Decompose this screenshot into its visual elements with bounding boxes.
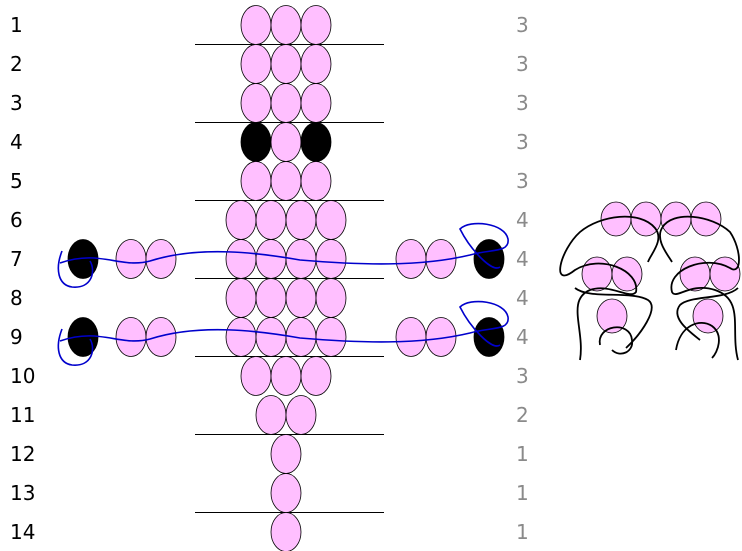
detail-pink-bead xyxy=(596,298,628,334)
bead-count: 4 xyxy=(516,286,529,310)
arm-pink-bead xyxy=(395,239,427,279)
arm-pink-bead xyxy=(425,239,457,279)
row-number: 4 xyxy=(10,130,23,154)
pink-bead xyxy=(225,200,257,240)
row-number: 6 xyxy=(10,208,23,232)
bead-count: 4 xyxy=(516,208,529,232)
pink-bead xyxy=(240,161,272,201)
pink-bead xyxy=(270,44,302,84)
pink-bead xyxy=(315,278,347,318)
arm-pink-bead xyxy=(115,239,147,279)
pink-bead xyxy=(285,395,317,435)
row-number: 10 xyxy=(10,364,35,388)
pink-bead xyxy=(285,278,317,318)
row-number: 2 xyxy=(10,52,23,76)
bead-count: 1 xyxy=(516,520,529,544)
pink-bead xyxy=(270,434,302,474)
row-number: 3 xyxy=(10,91,23,115)
row-number: 8 xyxy=(10,286,23,310)
arm-black-bead xyxy=(473,317,505,357)
pink-bead xyxy=(270,161,302,201)
arm-pink-bead xyxy=(115,317,147,357)
pink-bead xyxy=(315,239,347,279)
arm-black-bead xyxy=(473,239,505,279)
side-arm-beads xyxy=(67,239,505,357)
thread-paths xyxy=(57,222,509,366)
black-thread xyxy=(659,215,740,361)
pink-bead xyxy=(300,161,332,201)
pink-bead xyxy=(315,317,347,357)
pink-bead xyxy=(240,83,272,123)
detail-pink-bead xyxy=(611,256,643,292)
assembly-detail-illustration xyxy=(559,201,741,361)
black-bead xyxy=(300,122,332,162)
row-number: 11 xyxy=(10,403,35,427)
bead-count: 3 xyxy=(516,52,529,76)
row-number: 12 xyxy=(10,442,35,466)
pink-bead xyxy=(255,278,287,318)
bead-count: 1 xyxy=(516,442,529,466)
blue-thread xyxy=(59,300,509,347)
arm-pink-bead xyxy=(395,317,427,357)
arm-pink-bead xyxy=(145,239,177,279)
bead-count-column: 3 3 3 3 3 4 4 4 4 3 2 1 1 1 xyxy=(516,13,529,544)
pink-bead xyxy=(240,356,272,396)
pink-bead xyxy=(315,200,347,240)
black-thread xyxy=(675,321,720,359)
black-thread xyxy=(599,326,633,355)
pink-bead xyxy=(270,473,302,513)
pink-bead xyxy=(255,317,287,357)
pink-bead xyxy=(225,278,257,318)
pink-bead xyxy=(270,356,302,396)
pink-bead xyxy=(300,5,332,45)
pink-bead xyxy=(225,317,257,357)
row-number: 9 xyxy=(10,325,23,349)
bead-count: 3 xyxy=(516,13,529,37)
bead-count: 1 xyxy=(516,481,529,505)
bead-count: 3 xyxy=(516,130,529,154)
pink-bead xyxy=(240,5,272,45)
detail-pink-bead xyxy=(709,256,741,292)
row-number: 1 xyxy=(10,13,23,37)
bead-count: 3 xyxy=(516,169,529,193)
black-bead xyxy=(240,122,272,162)
pink-bead xyxy=(270,5,302,45)
pink-bead xyxy=(285,200,317,240)
black-thread xyxy=(574,287,653,349)
arm-pink-bead xyxy=(425,317,457,357)
pink-bead xyxy=(225,239,257,279)
pink-bead xyxy=(255,239,287,279)
bead-count: 2 xyxy=(516,403,529,427)
arm-pink-bead xyxy=(145,317,177,357)
row-dividers xyxy=(195,44,384,513)
detail-pink-bead xyxy=(581,256,613,292)
detail-pink-bead xyxy=(692,298,724,334)
row-number: 13 xyxy=(10,481,35,505)
black-thread xyxy=(559,215,660,361)
bead-count: 3 xyxy=(516,91,529,115)
pink-bead xyxy=(240,44,272,84)
blue-thread-loop xyxy=(57,250,94,288)
pink-bead xyxy=(270,83,302,123)
bead-count: 4 xyxy=(516,325,529,349)
pink-bead xyxy=(270,512,302,551)
pink-bead xyxy=(300,83,332,123)
bead-count: 3 xyxy=(516,364,529,388)
bead-grid xyxy=(225,5,347,551)
bead-count: 4 xyxy=(516,247,529,271)
pink-bead xyxy=(300,356,332,396)
pink-bead xyxy=(270,122,302,162)
row-number: 5 xyxy=(10,169,23,193)
pink-bead xyxy=(255,395,287,435)
row-number: 14 xyxy=(10,520,35,544)
pink-bead xyxy=(255,200,287,240)
blue-thread xyxy=(59,222,509,269)
black-thread xyxy=(676,287,739,341)
row-number: 7 xyxy=(10,247,23,271)
blue-thread-loop xyxy=(57,328,94,366)
pink-bead xyxy=(300,44,332,84)
